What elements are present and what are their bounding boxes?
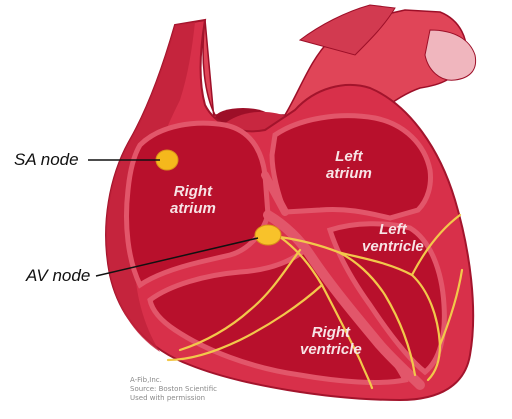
- credit-line-3: Used with permission: [130, 394, 217, 403]
- left-atrium-label-line2: atrium: [326, 165, 372, 182]
- right-ventricle-label: Right ventricle: [300, 324, 362, 358]
- right-atrium-label-line1: Right: [170, 183, 216, 200]
- left-atrium-label: Left atrium: [326, 148, 372, 182]
- av-node-label: AV node: [26, 266, 90, 286]
- sa-node-label: SA node: [14, 150, 79, 170]
- right-atrium-label-line2: atrium: [170, 200, 216, 217]
- credit-line-2: Source: Boston Scientific: [130, 385, 217, 394]
- credit-line-1: A-Fib,Inc.: [130, 376, 217, 385]
- right-ventricle-label-line2: ventricle: [300, 341, 362, 358]
- image-credit: A-Fib,Inc. Source: Boston Scientific Use…: [130, 376, 217, 403]
- left-atrium-label-line1: Left: [326, 148, 372, 165]
- av-node: [255, 225, 281, 245]
- left-ventricle-label: Left ventricle: [362, 221, 424, 255]
- left-ventricle-label-line1: Left: [362, 221, 424, 238]
- left-ventricle-label-line2: ventricle: [362, 238, 424, 255]
- right-atrium-label: Right atrium: [170, 183, 216, 217]
- right-ventricle-label-line1: Right: [300, 324, 362, 341]
